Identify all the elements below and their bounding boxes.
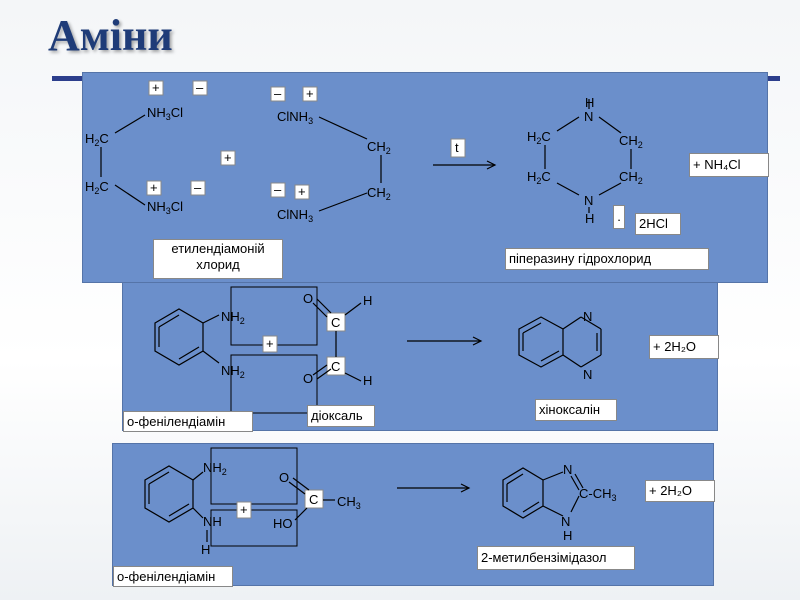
piperazine-reaction-panel: + – + + – – + – + NH3Cl H2C H2C NH3Cl Cl…	[82, 72, 769, 283]
reaction-arrow-2	[407, 336, 483, 346]
svg-text:C-CH3: C-CH3	[579, 486, 617, 503]
svg-text:–: –	[274, 182, 282, 197]
svg-text:+: +	[152, 80, 160, 95]
ethylenediammonium-structure: NH3Cl H2C H2C NH3Cl	[85, 105, 183, 216]
charge-boxes: + – + + – – + – +	[146, 80, 318, 200]
svg-text:–: –	[274, 86, 282, 101]
ethylenediammonium-label: етилендіамоній хлорид	[153, 239, 283, 279]
svg-text:H: H	[363, 373, 372, 388]
svg-text:CH2: CH2	[619, 133, 643, 150]
salt-dot: .	[613, 205, 625, 229]
svg-text:C: C	[331, 315, 340, 330]
byproduct-water-3: + 2H₂O	[645, 480, 715, 502]
reaction-arrow-1	[433, 138, 497, 170]
svg-text:ClNH3: ClNH3	[277, 207, 313, 224]
svg-text:H: H	[201, 542, 210, 557]
svg-text:N: N	[583, 309, 592, 324]
svg-text:+: +	[150, 180, 158, 195]
o-phenylenediamine-label-2: o-фенілендіамін	[113, 566, 233, 587]
acetic-acid-structure: O C CH3 HO	[273, 470, 361, 531]
svg-text:NH3Cl: NH3Cl	[147, 199, 183, 216]
svg-text:+: +	[306, 86, 314, 101]
ethylenediammonium-structure-2: ClNH3 CH2 CH2 ClNH3	[277, 109, 391, 224]
svg-text:H: H	[585, 95, 594, 110]
svg-text:N: N	[584, 109, 593, 124]
svg-text:–: –	[194, 180, 202, 195]
byproduct-water-2: + 2H₂O	[649, 335, 719, 359]
byproduct-nh4cl: + NH₄Cl	[689, 153, 769, 177]
o-phenylenediamine-label: o-фенілендіамін	[123, 411, 253, 432]
quinoxaline-label: хіноксалін	[535, 399, 617, 421]
svg-text:N: N	[561, 514, 570, 529]
svg-text:NH2: NH2	[221, 309, 245, 326]
svg-text:+: +	[224, 150, 232, 165]
svg-text:O: O	[279, 470, 289, 485]
condensation-boxes-2: +	[210, 447, 298, 547]
methylbenzimidazole-label: 2-метилбензімідазол	[477, 546, 635, 570]
piperazine-reaction-diagram: + – + + – – + – + NH3Cl H2C H2C NH3Cl Cl…	[85, 80, 643, 226]
piperazine-structure: H N H2C CH2 H2C CH2 N H	[527, 95, 643, 226]
svg-text:H2C: H2C	[85, 131, 109, 148]
svg-text:H: H	[363, 293, 372, 308]
svg-text:CH2: CH2	[367, 185, 391, 202]
svg-text:NH2: NH2	[221, 363, 245, 380]
svg-text:+: +	[240, 502, 248, 517]
benzimidazole-reaction-panel: NH2 NH H + O C CH3 HO	[112, 443, 715, 587]
o-phenylenediamine-structure-2: NH2 NH H	[144, 460, 227, 557]
svg-text:ClNH3: ClNH3	[277, 109, 313, 126]
benzimidazole-reaction-diagram: NH2 NH H + O C CH3 HO	[144, 447, 617, 557]
svg-text:CH2: CH2	[367, 139, 391, 156]
svg-text:N: N	[563, 462, 572, 477]
svg-text:NH: NH	[203, 514, 222, 529]
svg-text:H2C: H2C	[85, 179, 109, 196]
methylbenzimidazole-structure: N C-CH3 N H	[502, 462, 617, 543]
svg-text:H: H	[585, 211, 594, 226]
glyoxal-structure: O C H C O H	[303, 291, 372, 388]
svg-text:CH2: CH2	[619, 169, 643, 186]
svg-text:NH2: NH2	[203, 460, 227, 477]
reaction-arrow-3	[397, 483, 471, 493]
page-title: Аміни	[48, 11, 173, 60]
glyoxal-label: діоксаль	[307, 405, 375, 427]
reaction-condition: t	[455, 140, 459, 155]
o-phenylenediamine-structure: NH2 NH2	[154, 308, 245, 380]
svg-text:N: N	[584, 193, 593, 208]
svg-text:CH3: CH3	[337, 494, 361, 511]
svg-text:NH3Cl: NH3Cl	[147, 105, 183, 122]
salt-2hcl: 2HCl	[635, 213, 681, 235]
svg-text:H2C: H2C	[527, 129, 551, 146]
condensation-boxes: +	[230, 286, 318, 414]
svg-text:O: O	[303, 291, 313, 306]
quinoxaline-structure: N N	[518, 309, 602, 382]
svg-text:N: N	[583, 367, 592, 382]
svg-text:HO: HO	[273, 516, 293, 531]
svg-text:H2C: H2C	[527, 169, 551, 186]
svg-text:H: H	[563, 528, 572, 543]
svg-text:–: –	[196, 80, 204, 95]
svg-text:O: O	[303, 371, 313, 386]
quinoxaline-reaction-diagram: NH2 NH2 + O C H C O H	[154, 286, 602, 414]
svg-text:C: C	[309, 492, 318, 507]
svg-text:+: +	[266, 336, 274, 351]
svg-text:C: C	[331, 359, 340, 374]
svg-text:+: +	[298, 184, 306, 199]
quinoxaline-reaction-panel: NH2 NH2 + O C H C O H	[122, 282, 719, 432]
piperazine-label: піперазину гідрохлорид	[505, 248, 709, 270]
